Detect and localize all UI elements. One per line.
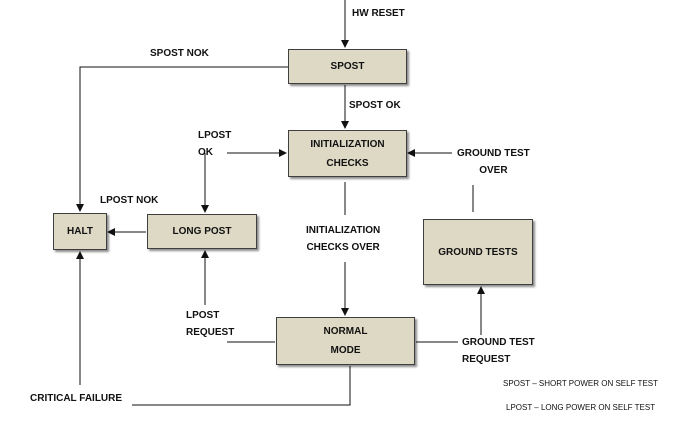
critical-failure-line — [132, 366, 351, 406]
lpost-request-label: LPOST REQUEST — [186, 307, 234, 341]
lpost-ok-label: LPOST OK — [198, 127, 231, 161]
hw-reset-label: HW RESET — [352, 8, 405, 19]
initialization-checks-box: INITIALIZATION CHECKS — [288, 130, 407, 177]
init-label-line1: INITIALIZATION — [310, 138, 385, 150]
lpost-nok-label: LPOST NOK — [100, 195, 159, 206]
lpost-ok-line2: OK — [198, 147, 213, 158]
ground-test-request-line2: REQUEST — [462, 354, 511, 365]
legend-spost: SPOST – SHORT POWER ON SELF TEST — [503, 379, 658, 388]
ground-test-request-line1: GROUND TEST — [462, 337, 535, 348]
spost-ok-label: SPOST OK — [349, 100, 401, 111]
long-post-label: LONG POST — [172, 226, 232, 237]
legend-lpost: LPOST – LONG POWER ON SELF TEST — [506, 403, 656, 412]
halt-box: HALT — [53, 213, 107, 250]
lpost-request-line2: REQUEST — [186, 327, 235, 338]
critical-failure-label: CRITICAL FAILURE — [30, 393, 123, 404]
spost-nok-label: SPOST NOK — [150, 48, 209, 59]
ground-test-over-line1: GROUND TEST — [457, 148, 530, 159]
ground-tests-box: GROUND TESTS — [423, 219, 533, 285]
spost-nok-arrow — [76, 66, 288, 212]
init-over-line2: CHECKS OVER — [306, 242, 380, 253]
ground-test-over-label: GROUND TEST OVER — [457, 145, 530, 179]
lpost-request-line1: LPOST — [186, 310, 220, 321]
init-label-line2: CHECKS — [326, 157, 369, 169]
halt-label: HALT — [67, 226, 93, 237]
ground-tests-label: GROUND TESTS — [438, 246, 518, 258]
normal-label-line1: NORMAL — [323, 326, 368, 337]
normal-label-line2: MODE — [330, 345, 361, 356]
spost-box: SPOST — [288, 49, 407, 84]
init-checks-over-label: INITIALIZATION CHECKS OVER — [306, 222, 380, 256]
normal-mode-box: NORMAL MODE — [276, 317, 415, 365]
spost-label: SPOST — [330, 61, 365, 72]
long-post-box: LONG POST — [147, 214, 257, 249]
ground-test-over-line2: OVER — [479, 165, 508, 176]
ground-test-request-label: GROUND TEST REQUEST — [462, 334, 535, 368]
lpost-ok-line1: LPOST — [198, 130, 232, 141]
init-over-line1: INITIALIZATION — [306, 225, 381, 236]
